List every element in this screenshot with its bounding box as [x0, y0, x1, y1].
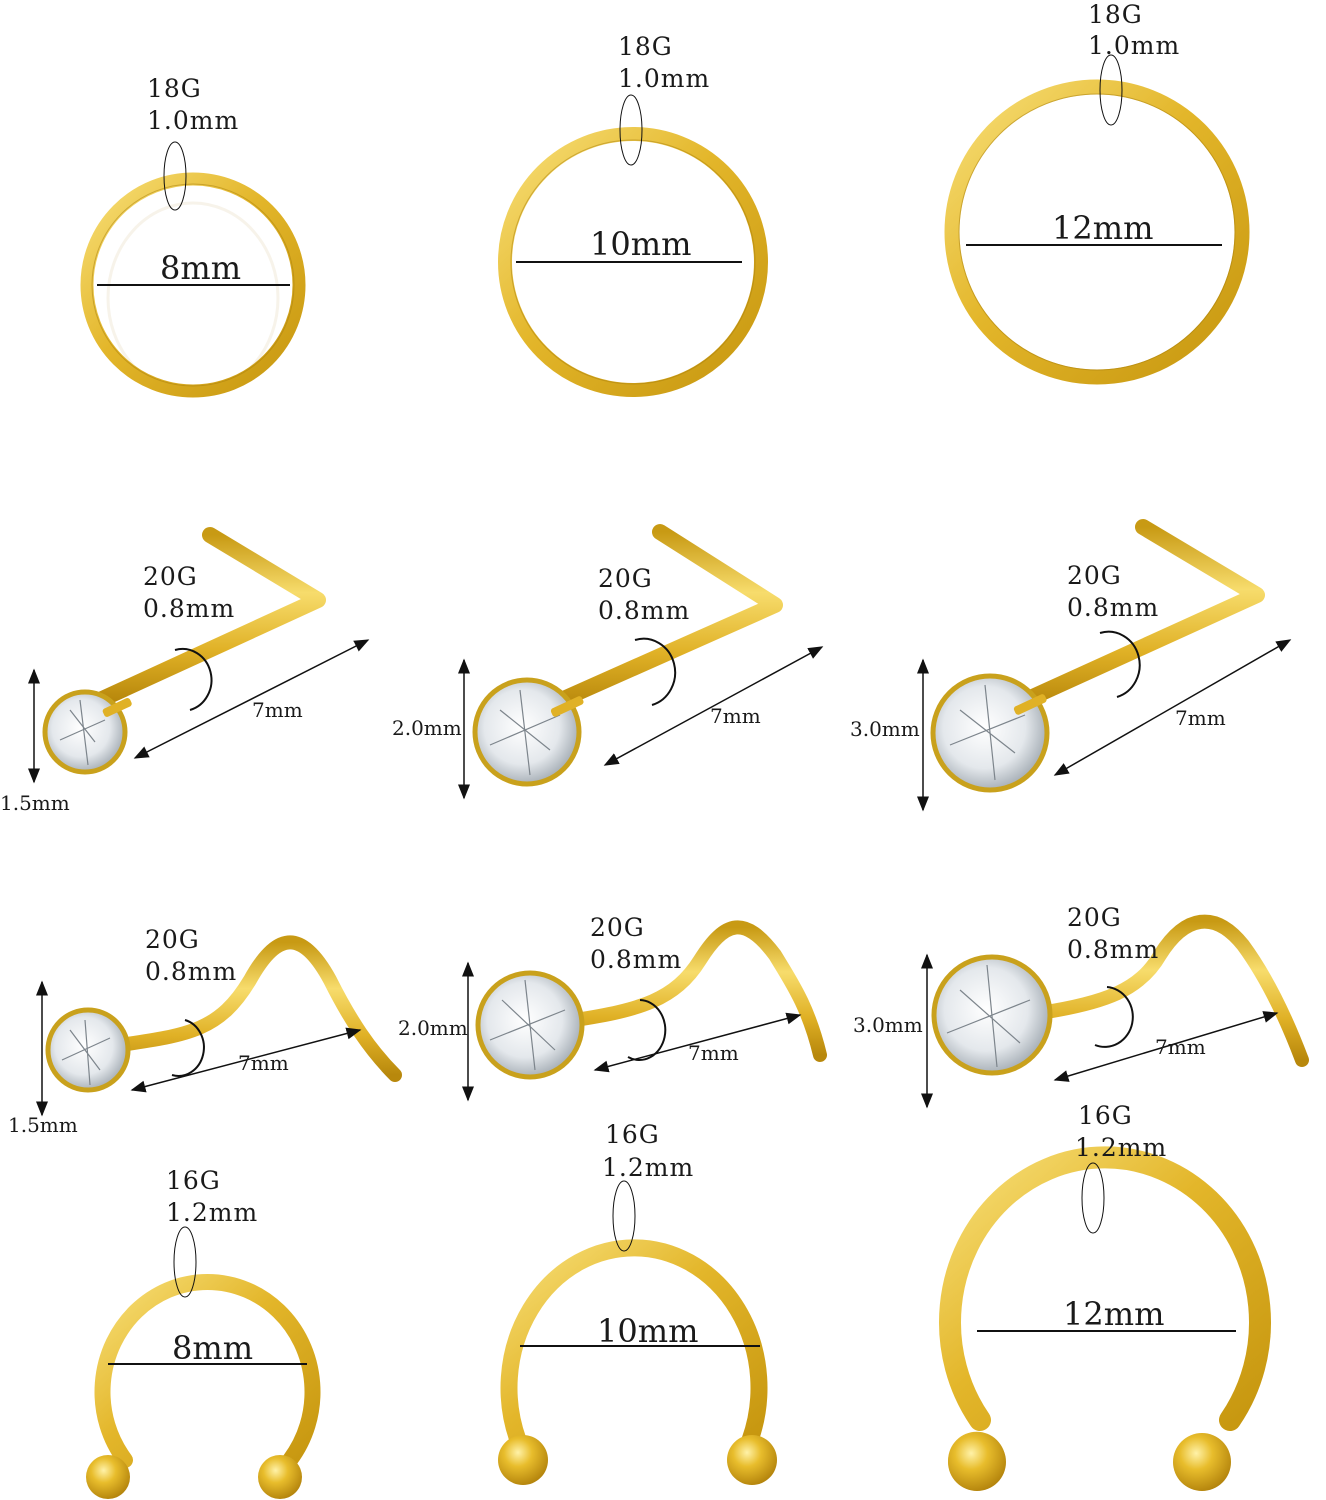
length-label: 7mm [252, 698, 303, 722]
hinged-ring-12mm: 18G 1.0mm 12mm [900, 0, 1326, 440]
gauge-label: 18G [618, 32, 673, 61]
thickness-label: 0.8mm [145, 957, 238, 986]
gauge-label: 20G [143, 562, 198, 591]
thickness-label: 0.8mm [598, 596, 691, 625]
horseshoe-ring-icon [498, 1180, 777, 1485]
hinged-ring-icon [80, 141, 306, 398]
diameter-label: 12mm [1052, 209, 1154, 247]
gem-size-label: 1.5mm [8, 1113, 78, 1137]
l-shape-stud-1-5mm: 20G 0.8mm 7mm 1.5mm [0, 510, 440, 830]
gem-size-label: 2.0mm [392, 716, 462, 740]
l-shape-stud-3-0mm: 20G 0.8mm 7mm 3.0mm [845, 505, 1326, 825]
l-shape-stud-2-0mm: 20G 0.8mm 7mm 2.0mm [390, 510, 860, 830]
length-label: 7mm [710, 704, 761, 728]
gauge-label: 20G [145, 925, 200, 954]
gauge-label: 16G [605, 1120, 660, 1149]
gauge-label: 20G [598, 564, 653, 593]
thickness-label: 0.8mm [1067, 593, 1160, 622]
length-label: 7mm [238, 1051, 289, 1075]
gem-size-label: 2.0mm [398, 1016, 468, 1040]
screw-stud-1-5mm: 20G 0.8mm 7mm 1.5mm [0, 910, 440, 1150]
thickness-label: 1.2mm [1075, 1133, 1168, 1162]
gem-size-label: 1.5mm [0, 791, 70, 815]
thickness-label: 0.8mm [143, 594, 236, 623]
horseshoe-ring-10mm: 16G 1.2mm 10mm [440, 1110, 860, 1500]
gauge-label: 16G [1078, 1101, 1133, 1130]
thickness-label: 1.0mm [1088, 31, 1181, 60]
screw-stud-icon [36, 935, 402, 1117]
diameter-label: 8mm [172, 1329, 254, 1367]
hinged-ring-8mm: 18G 1.0mm 8mm [0, 0, 400, 440]
thickness-label: 1.0mm [147, 106, 240, 135]
l-shape-stud-icon [458, 524, 824, 800]
diameter-label: 10mm [597, 1312, 699, 1350]
hinged-ring-10mm: 18G 1.0mm 10mm [440, 0, 860, 440]
gauge-label: 18G [1088, 0, 1143, 29]
gauge-label: 20G [590, 913, 645, 942]
thickness-label: 0.8mm [1067, 935, 1160, 964]
screw-stud-3-0mm: 20G 0.8mm 7mm 3.0mm [845, 895, 1326, 1115]
horseshoe-ring-icon [86, 1226, 321, 1499]
thickness-label: 1.0mm [618, 64, 711, 93]
length-label: 7mm [1175, 706, 1226, 730]
gauge-label: 18G [147, 74, 202, 103]
gauge-label: 20G [1067, 561, 1122, 590]
diameter-label: 10mm [590, 225, 692, 263]
gauge-label: 20G [1067, 903, 1122, 932]
gem-size-label: 3.0mm [850, 717, 920, 741]
screw-stud-icon [462, 920, 827, 1102]
screw-stud-2-0mm: 20G 0.8mm 7mm 2.0mm [390, 905, 860, 1105]
thickness-label: 1.2mm [602, 1153, 695, 1182]
diameter-label: 12mm [1063, 1295, 1165, 1333]
horseshoe-ring-8mm: 16G 1.2mm 8mm [0, 1150, 440, 1500]
diameter-label: 8mm [160, 249, 242, 287]
gem-size-label: 3.0mm [853, 1013, 923, 1037]
thickness-label: 0.8mm [590, 945, 683, 974]
gauge-label: 16G [166, 1166, 221, 1195]
screw-stud-icon [921, 914, 1309, 1109]
horseshoe-ring-12mm: 16G 1.2mm 12mm [900, 1095, 1326, 1500]
length-label: 7mm [688, 1041, 739, 1065]
l-shape-stud-icon [28, 527, 370, 784]
hinged-ring-icon [498, 94, 768, 397]
horseshoe-ring-icon [939, 1146, 1271, 1491]
length-label: 7mm [1155, 1035, 1206, 1059]
thickness-label: 1.2mm [166, 1198, 259, 1227]
l-shape-stud-icon [917, 519, 1292, 812]
hinged-ring-icon [944, 54, 1250, 385]
